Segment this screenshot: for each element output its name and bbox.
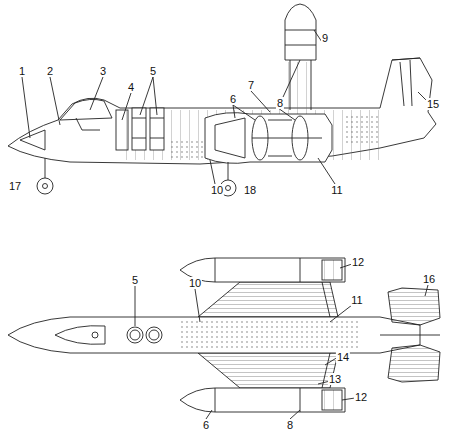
callout-number: 3 — [99, 65, 107, 77]
callout-number: 11 — [350, 294, 363, 306]
callout-number: 11 — [330, 184, 343, 196]
callout-number: 8 — [286, 419, 294, 431]
callout-number: 10 — [188, 277, 202, 289]
callout-number: 12 — [351, 256, 365, 268]
callout-number: 5 — [131, 274, 139, 286]
callout-number: 17 — [8, 180, 22, 192]
callout-number: 1 — [18, 65, 26, 77]
callout-number: 6 — [202, 419, 210, 431]
callout-number: 18 — [243, 184, 257, 196]
callout-number: 15 — [426, 98, 440, 110]
callout-number: 4 — [127, 81, 135, 93]
plan-view — [8, 258, 440, 419]
callout-number: 12 — [354, 391, 368, 403]
callout-number: 6 — [229, 93, 237, 105]
callout-number: 2 — [46, 65, 54, 77]
callout-number: 14 — [336, 351, 350, 363]
callout-number: 9 — [321, 32, 329, 44]
side-view — [8, 4, 436, 196]
callout-number: 13 — [328, 373, 342, 385]
callout-number: 10 — [210, 184, 224, 196]
callout-number: 5 — [149, 65, 157, 77]
callout-number: 7 — [247, 79, 255, 91]
callout-number: 16 — [422, 273, 436, 285]
callout-number: 8 — [276, 97, 284, 109]
